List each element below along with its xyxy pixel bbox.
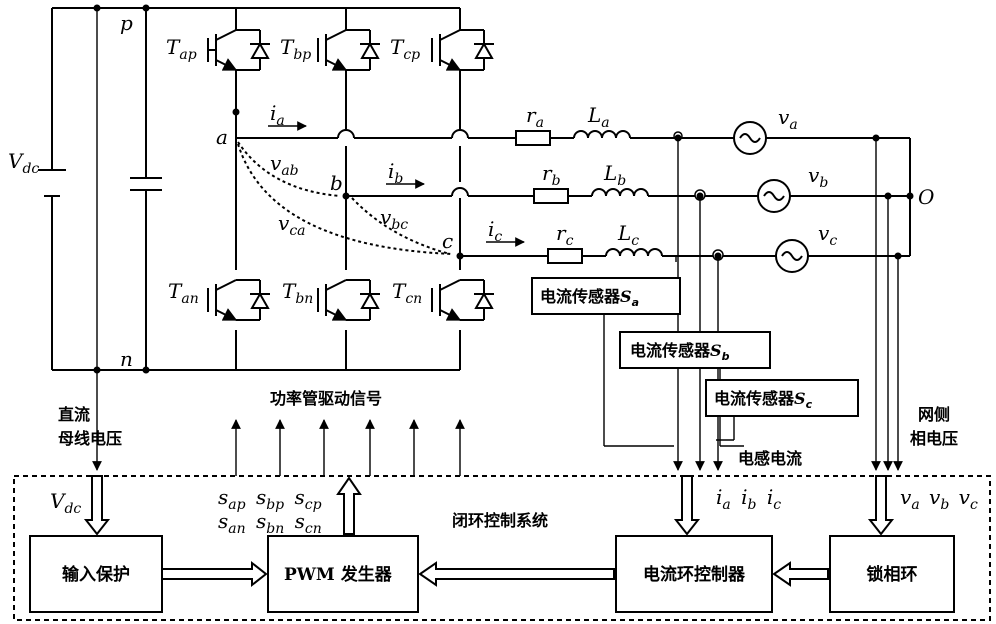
label-ra: ra [526, 103, 544, 131]
label-tbn: Tbn [282, 279, 313, 307]
label-inductor-current: 电感电流 [738, 449, 802, 468]
label-tbp: Tbp [280, 35, 311, 63]
hollow-arrows-horizontal [161, 560, 829, 588]
block-input-protection-label: 输入保护 [62, 564, 130, 585]
switch-bottom-c [431, 279, 494, 321]
switch-bottom-a [207, 279, 270, 321]
label-node-b: b [330, 171, 343, 195]
block-current-controller-label: 电流环控制器 [643, 564, 746, 585]
label-i-inputs: ia ib ic [716, 485, 781, 514]
current-controller-block [615, 535, 773, 613]
pwm-generator-block [267, 535, 419, 613]
label-s-top: sap sbp scp [218, 485, 322, 514]
label-node-c: c [442, 229, 453, 253]
dc-source-symbol [38, 169, 66, 197]
current-arrows [268, 121, 525, 247]
line-voltage-curves [237, 141, 453, 255]
switch-top-c [431, 29, 494, 71]
label-lb: Lb [603, 161, 626, 189]
label-vdc-input: Vdc [50, 489, 81, 517]
label-vbc: vbc [380, 205, 408, 233]
sensor-box-a [531, 277, 681, 315]
label-vca: vca [278, 211, 306, 239]
label-node-o: O [918, 185, 934, 209]
sensor-label-c: 电流传感器Sc [714, 389, 813, 411]
label-s-bottom: san sbn scn [218, 509, 322, 538]
label-ia: ia [270, 101, 285, 129]
label-vc: vc [818, 221, 837, 249]
block-pll-label: 锁相环 [867, 564, 918, 585]
sensor-label-b: 电流传感器Sb [630, 341, 730, 363]
pll-block [829, 535, 955, 613]
label-ic: ic [488, 217, 502, 245]
label-dc-bus-1: 直流 [58, 405, 90, 424]
dc-bus-rails [51, 4, 460, 374]
sensor-box-b [619, 331, 771, 369]
label-closed-loop: 闭环控制系统 [452, 511, 548, 530]
label-lc: Lc [617, 221, 639, 249]
label-tcn: Tcn [392, 279, 422, 307]
label-rb: rb [542, 161, 561, 189]
neutral-point [872, 134, 914, 256]
input-protection-block [29, 535, 163, 613]
grid-sense-wires [871, 138, 903, 471]
drive-signal-arrows [231, 419, 465, 476]
label-tap: Tap [166, 35, 197, 63]
switch-top-b [317, 29, 380, 71]
label-n: n [120, 347, 133, 371]
label-tcp: Tcp [390, 35, 420, 63]
label-v-inputs: va vb vc [900, 485, 978, 514]
closed-loop-box [13, 475, 991, 621]
switch-bottom-b [317, 279, 380, 321]
label-vdc: Vdc [8, 149, 39, 177]
dc-link-capacitor [130, 8, 162, 370]
label-vb: vb [808, 163, 828, 191]
label-la: La [587, 103, 610, 131]
label-node-a: a [216, 125, 228, 149]
phase-c-line [456, 239, 910, 273]
sensor-label-a: 电流传感器Sa [540, 287, 639, 309]
label-ib: ib [388, 159, 403, 187]
label-p: p [120, 11, 133, 35]
label-grid-2: 相电压 [910, 429, 958, 448]
label-drive-signals: 功率管驱动信号 [270, 389, 382, 408]
label-tan: Tan [168, 279, 199, 307]
label-rc: rc [556, 221, 574, 249]
sensor-box-c [705, 379, 859, 417]
label-va: va [778, 105, 798, 133]
switch-top-a [207, 29, 270, 71]
label-vab: vab [270, 151, 299, 179]
hollow-arrows-vertical [83, 475, 895, 536]
label-grid-1: 网侧 [918, 405, 950, 424]
phase-legs [232, 8, 461, 370]
phase-a-line [236, 121, 876, 155]
label-dc-bus-2: 母线电压 [58, 429, 122, 448]
